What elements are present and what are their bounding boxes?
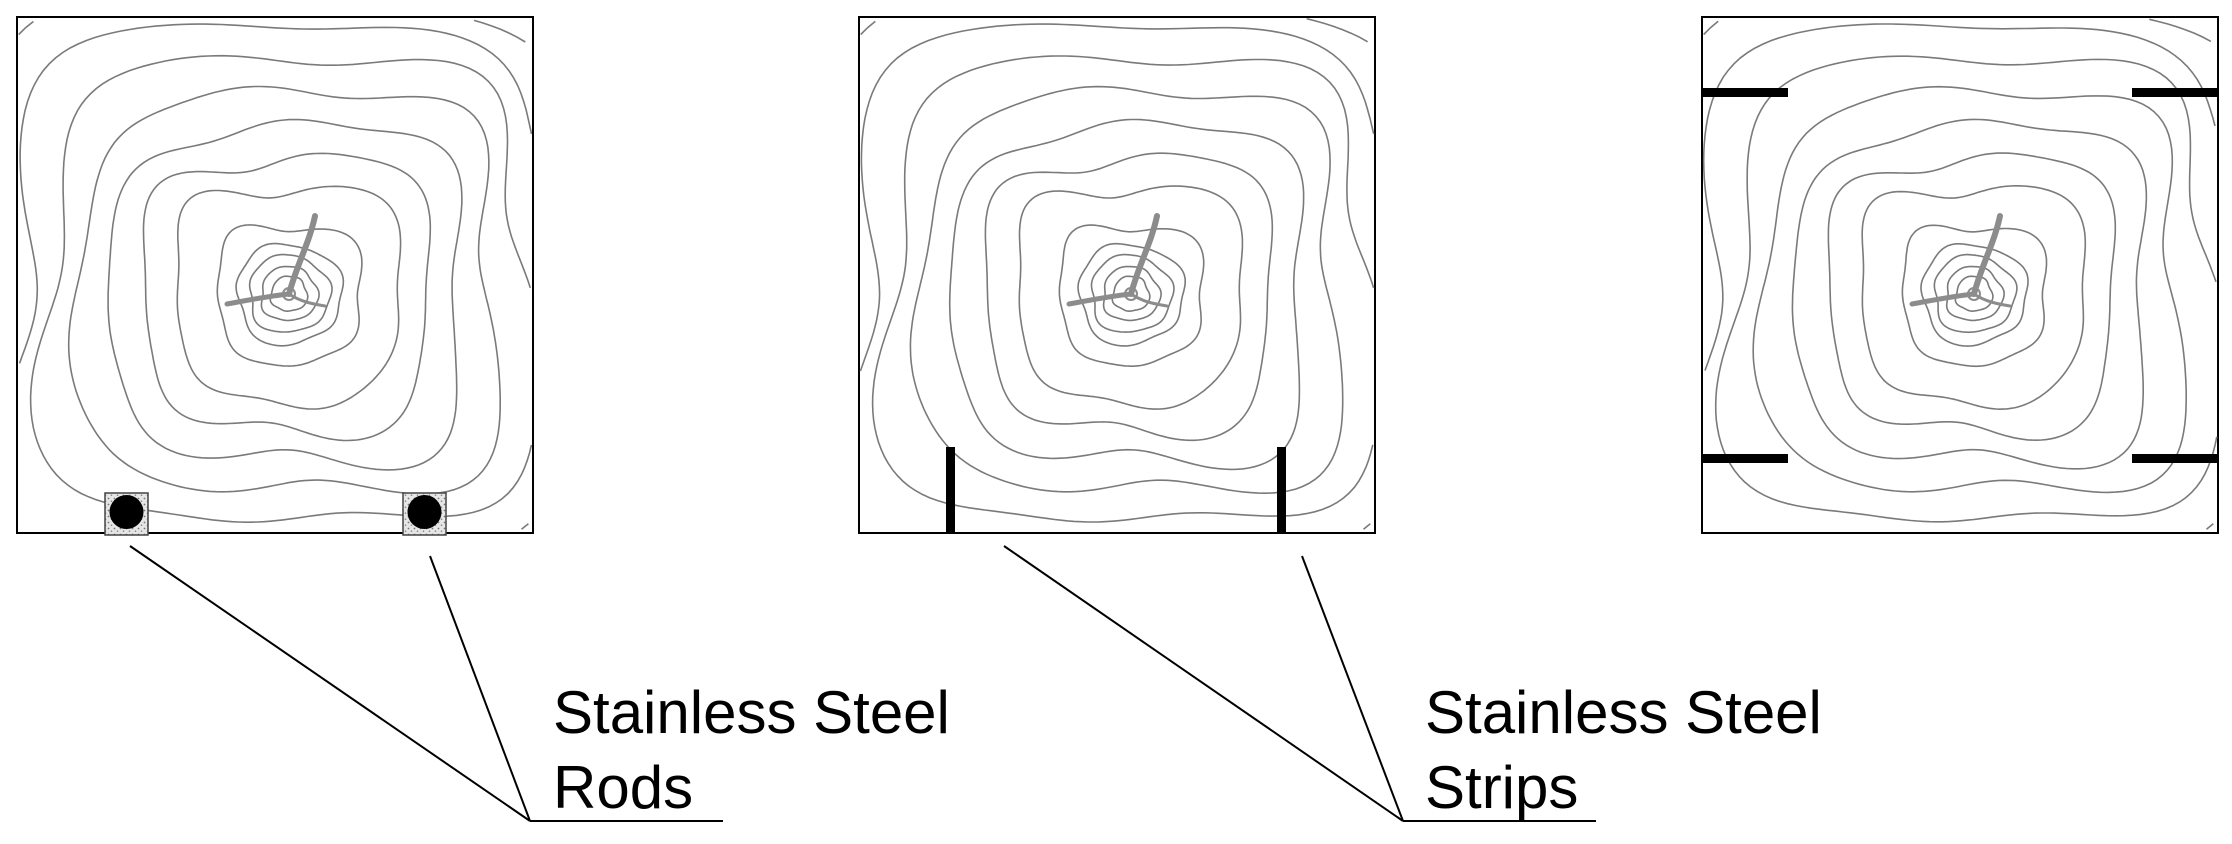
leader-lines-rods — [129, 545, 723, 822]
panel-strips-horizontal — [1701, 16, 2219, 534]
crack-line — [1066, 291, 1134, 307]
contour-line — [1102, 265, 1162, 322]
callout-strips-line2: Strips — [1425, 754, 1578, 821]
crack-line — [1971, 213, 2003, 297]
steel-strip-top-left — [1702, 88, 1788, 97]
section-outline — [16, 16, 534, 534]
crack-origin — [1967, 287, 1981, 301]
steel-strip-right — [1277, 447, 1286, 533]
callout-strips-line1: Stainless Steel — [1425, 679, 1822, 746]
contour-line — [1058, 224, 1205, 367]
steel-rod-left — [104, 492, 149, 536]
contour-lines — [1702, 18, 2218, 530]
crack-line — [1909, 291, 1977, 307]
crack-line — [224, 291, 292, 307]
leader-lines-strips — [1003, 545, 1596, 822]
crack-line — [1972, 292, 2012, 308]
contour-line — [909, 85, 1344, 495]
steel-strip-left — [946, 447, 955, 533]
crack-line — [286, 213, 318, 297]
contour-line — [1901, 224, 2048, 368]
contour-line — [1861, 185, 2087, 411]
contour-line — [859, 23, 1375, 530]
callout-rods-line1: Stainless Steel — [553, 679, 950, 746]
contour-line — [871, 55, 1375, 523]
contour-line — [984, 152, 1274, 442]
contour-line — [1827, 152, 2117, 442]
callout-rods-line2: Rods — [553, 754, 693, 821]
crack-line — [1129, 292, 1169, 308]
contour-line — [1702, 23, 2216, 530]
contour-line — [142, 152, 432, 442]
steel-strip-bottom-right — [2132, 454, 2218, 463]
contour-line — [1090, 253, 1175, 333]
contour-line — [18, 19, 526, 43]
contour-line — [248, 253, 333, 333]
steel-strip-top-right — [2132, 88, 2218, 97]
contour-line — [1791, 118, 2148, 470]
contour-line — [1945, 265, 2005, 322]
crack-pattern — [1909, 213, 2012, 308]
panel-strips-vertical — [858, 16, 1376, 534]
section-outline — [858, 16, 1376, 534]
contour-lines — [18, 19, 533, 530]
crack-origin — [1124, 287, 1138, 301]
contour-line — [1752, 85, 2187, 494]
crack-pattern — [224, 213, 327, 308]
contour-line — [1703, 18, 2212, 43]
contour-line — [107, 118, 463, 471]
contour-line — [29, 54, 533, 523]
crack-origin — [282, 287, 296, 301]
crack-line — [287, 292, 327, 308]
contour-line — [1920, 243, 2029, 347]
panel-rods — [16, 16, 534, 536]
contour-line — [948, 118, 1305, 471]
contour-line — [176, 185, 402, 410]
contour-line — [1714, 55, 2218, 523]
contour-line — [235, 242, 345, 347]
contour-line — [260, 265, 320, 322]
contour-line — [1077, 242, 1186, 347]
steel-rod-right — [402, 492, 447, 536]
crack-pattern — [1066, 213, 1169, 308]
contour-line — [216, 224, 363, 367]
contour-line — [1933, 253, 2018, 334]
crack-line — [1128, 213, 1160, 297]
contour-line — [860, 17, 1368, 43]
contour-line — [18, 23, 533, 530]
contour-line — [1018, 185, 1244, 410]
steel-strip-bottom-left — [1702, 454, 1788, 463]
section-outline — [1701, 16, 2219, 534]
contour-lines — [859, 17, 1375, 530]
